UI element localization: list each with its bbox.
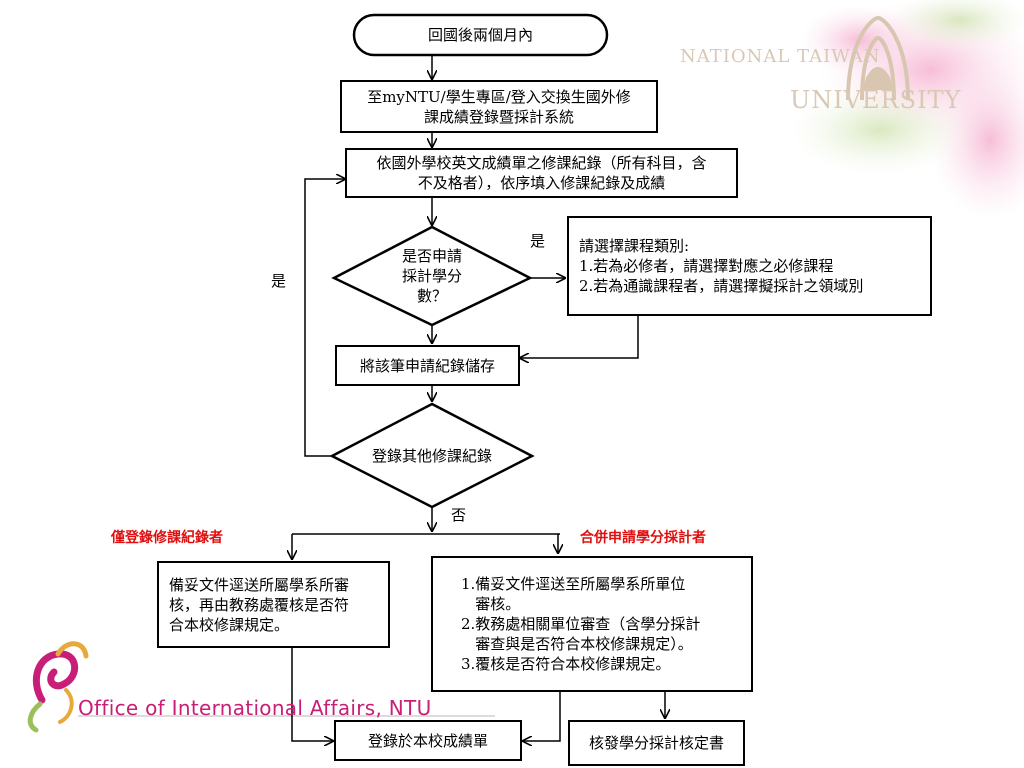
edge-label-no: 否	[451, 506, 467, 524]
only-register-docs-box: 備妥文件逕送所屬學系所審 核，再由教務處覆核是否符 合本校修課規定。	[157, 561, 390, 648]
ntu-oia-logo	[27, 641, 89, 733]
branch-label-combined: 合併申請學分採計者	[580, 530, 706, 546]
bell-icon	[846, 15, 910, 101]
decision-credit-diamond	[331, 225, 533, 327]
start-terminal	[352, 13, 609, 57]
login-system-box: 至myNTU/學生專區/登入交換生國外修課成績登錄暨採計系統	[340, 80, 658, 133]
save-record-box: 將該筆申請紀錄儲存	[335, 345, 520, 386]
combined-docs-box: 1.備妥文件逕送至所屬學系所單位 審核。 2.教務處相關單位審查（含學分採計 審…	[431, 556, 753, 692]
decision-more-label: 登錄其他修課紀錄	[371, 447, 492, 465]
ntu-watermark-line2: UNIVERSITY	[790, 86, 962, 114]
select-category-box: 請選擇課程類別: 1.若為必修者，請選擇對應之必修課程 2.若為通識課程者，請選…	[567, 216, 932, 316]
approval-box: 核發學分採計核定書	[568, 720, 745, 766]
decision-shapes	[329, 225, 535, 509]
branch-label-only-register: 僅登錄修課紀錄者	[111, 530, 223, 546]
start-terminal-label: 回國後兩個月內	[427, 26, 533, 44]
fill-records-box: 依國外學校英文成績單之修課紀錄（所有科目，含不及格者），依序填入修課紀錄及成績	[345, 148, 738, 198]
transcript-box: 登錄於本校成績單	[334, 720, 522, 761]
ntu-watermark-line1: NATIONAL TAIWAN	[680, 46, 881, 67]
decision-credit-label: 是否申請 採計學分 數？	[401, 247, 462, 305]
edge-label-yes-loop: 是	[271, 272, 287, 290]
edge-label-yes-credit: 是	[530, 232, 546, 250]
office-brand-text: Office of International Affairs, NTU	[78, 696, 432, 720]
flower-decoration	[790, 0, 1024, 220]
decision-more-diamond	[329, 402, 535, 509]
